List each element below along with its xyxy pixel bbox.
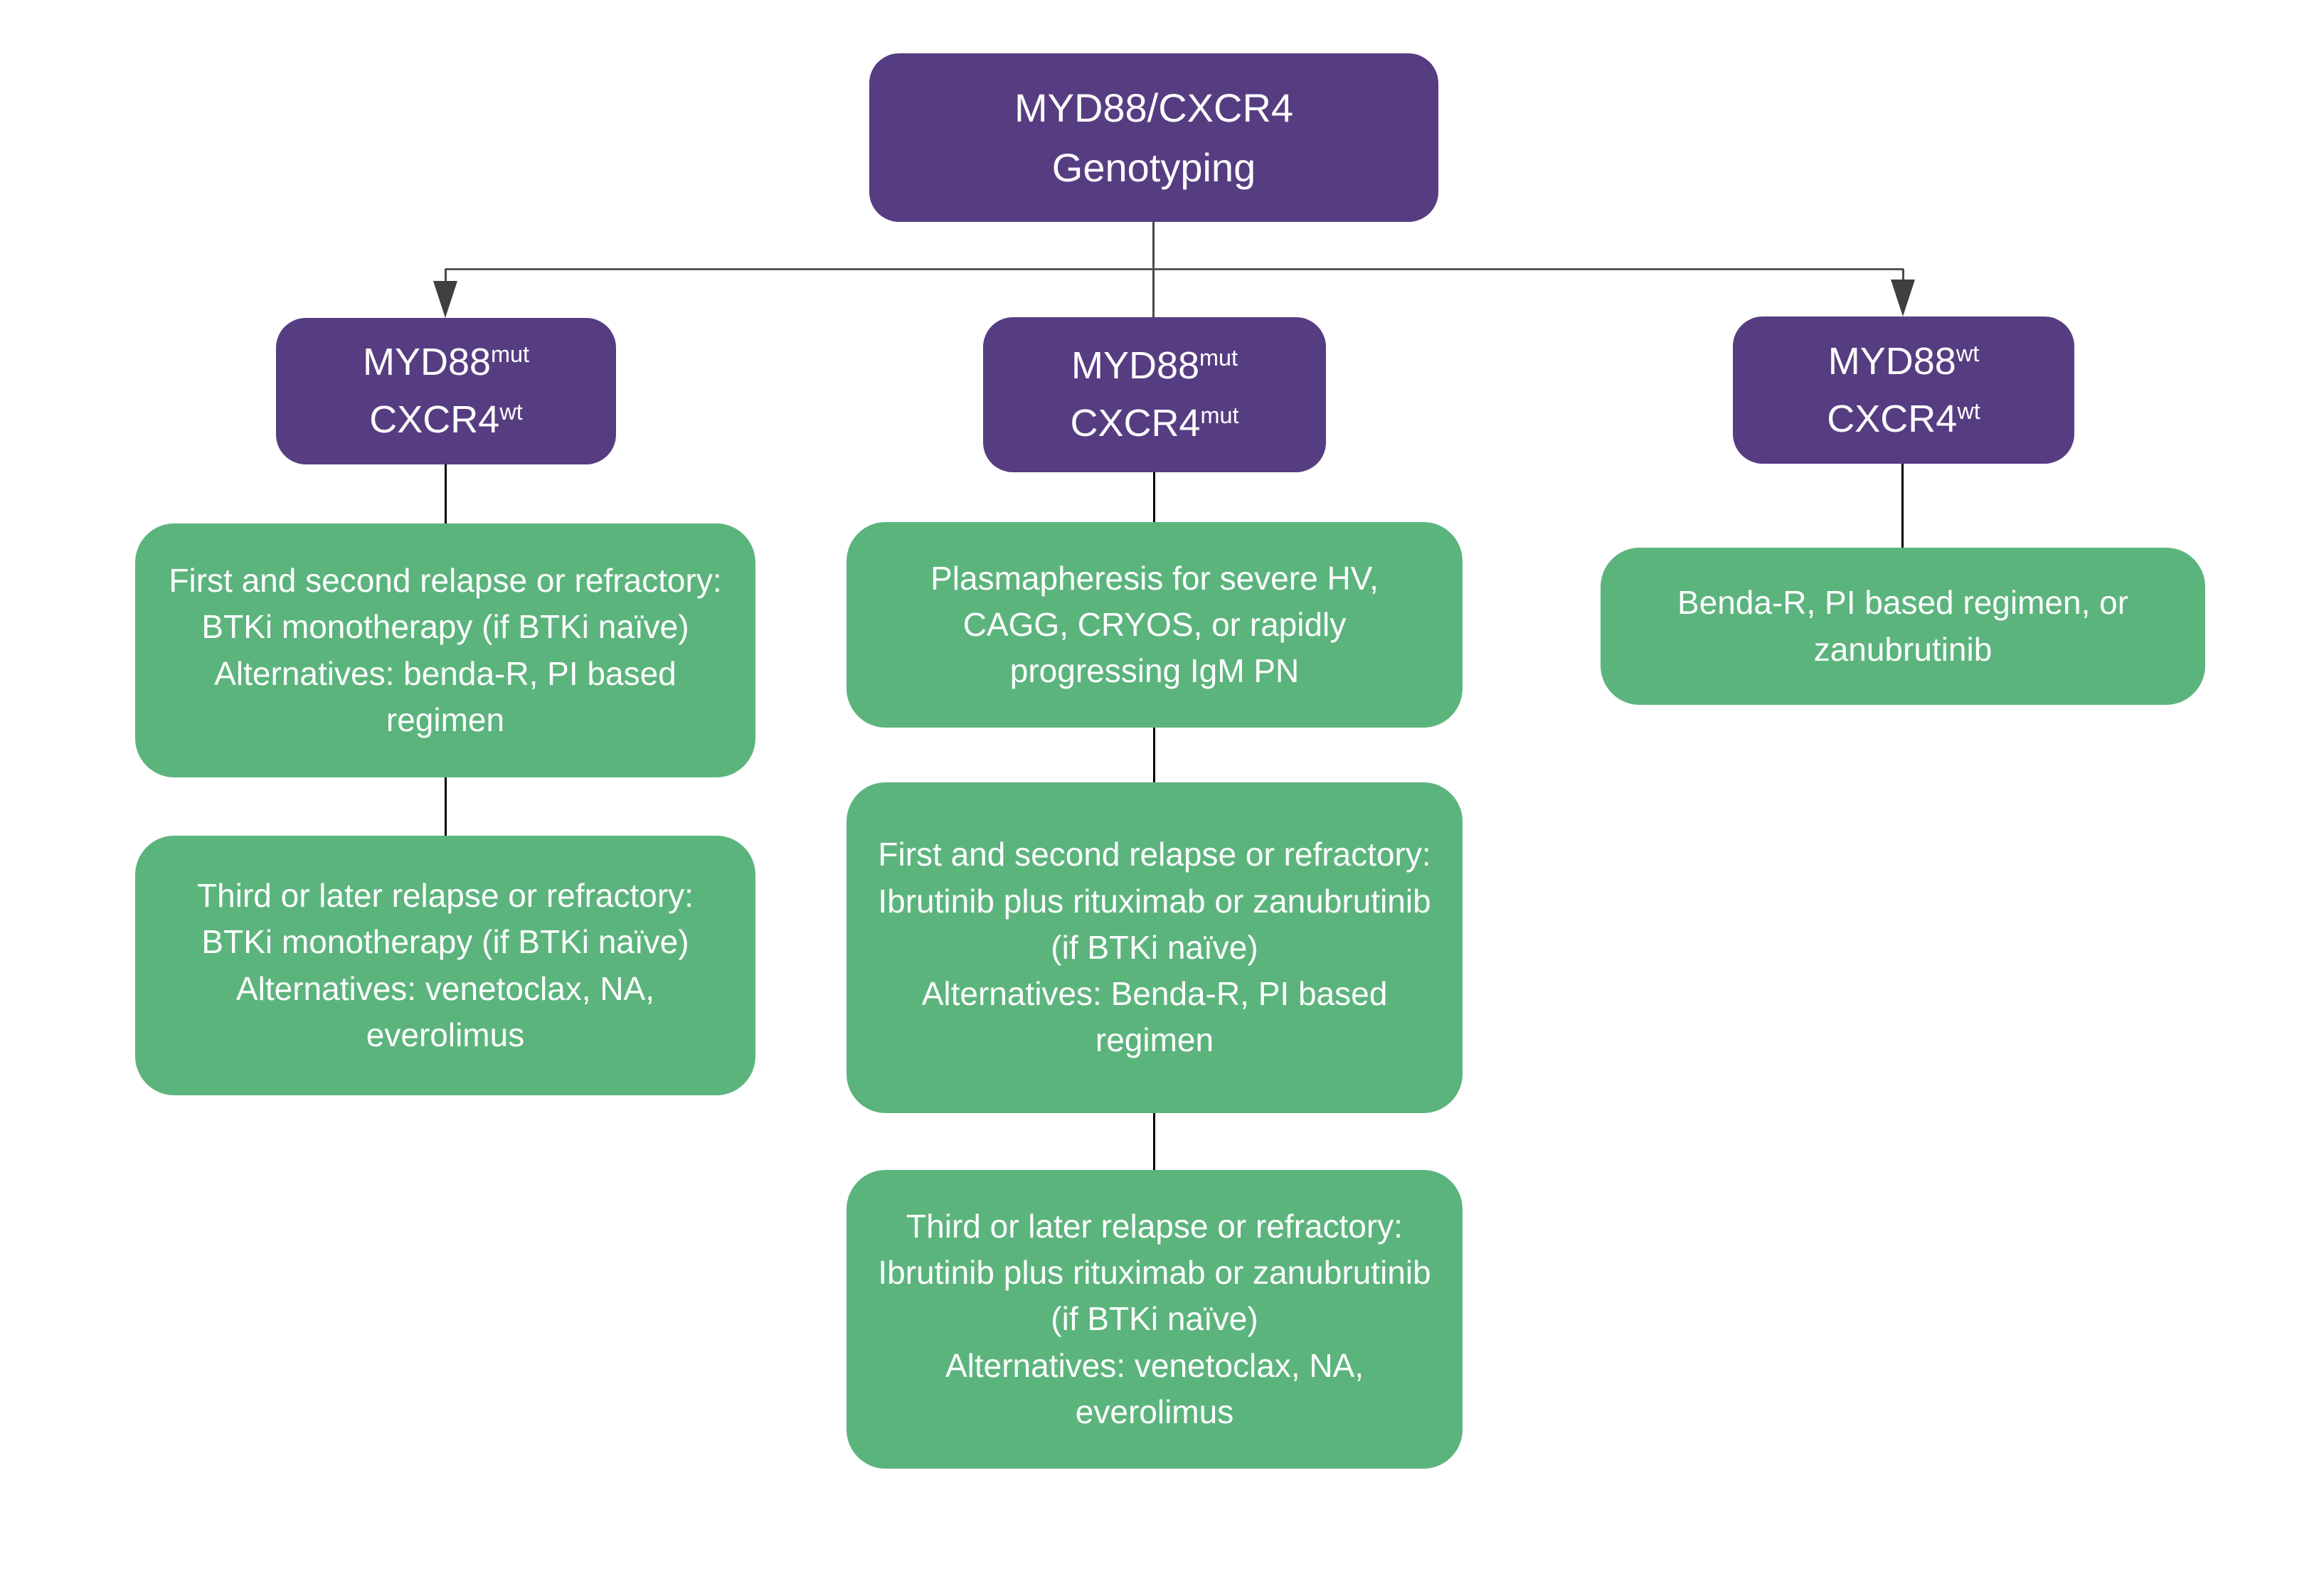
outcome-main-text: Third or later relapse or refractory: BT… <box>197 876 694 961</box>
node-outcome-left-third-later-relapse: Third or later relapse or refractory: BT… <box>135 836 755 1095</box>
superscript: wt <box>499 399 523 425</box>
connector-rail-to-middle-genotype <box>1152 269 1155 317</box>
connector-rail-to-right-genotype <box>1902 269 1904 284</box>
connector-left-outcome1-to-outcome2 <box>445 777 447 836</box>
node-outcome-middle-first-second-relapse: First and second relapse or refractory: … <box>847 782 1463 1113</box>
connector-middle-outcome1-to-outcome2 <box>1153 728 1155 782</box>
node-genotype-myd88wt-cxcr4wt: MYD88wt CXCR4wt <box>1733 316 2074 464</box>
genotype-line1: MYD88mut <box>362 341 530 383</box>
node-outcome-middle-plasmapheresis: Plasmapheresis for severe HV, CAGG, CRYO… <box>847 522 1463 728</box>
superscript: mut <box>491 341 530 368</box>
connector-root-to-rail <box>1152 222 1155 269</box>
node-genotype-myd88mut-cxcr4wt: MYD88mut CXCR4wt <box>276 318 616 464</box>
superscript: wt <box>1957 398 1980 424</box>
genotype-line2: CXCR4mut <box>1070 402 1239 445</box>
outcome-main-text: Plasmapheresis for severe HV, CAGG, CRYO… <box>930 559 1379 690</box>
superscript: wt <box>1956 340 1980 366</box>
node-root-genotyping: MYD88/CXCR4 Genotyping <box>869 53 1438 222</box>
node-outcome-right-benda-r: Benda-R, PI based regimen, or zanubrutin… <box>1601 548 2205 705</box>
connector-rail-to-left-genotype <box>445 269 447 284</box>
superscript: mut <box>1199 345 1238 371</box>
node-genotype-myd88mut-cxcr4mut: MYD88mut CXCR4mut <box>983 317 1326 472</box>
genotype-line1: MYD88wt <box>1827 339 1980 383</box>
outcome-main-text: First and second relapse or refractory: … <box>878 836 1431 966</box>
outcome-main-text: Third or later relapse or refractory: Ib… <box>878 1207 1431 1338</box>
node-outcome-middle-third-later-relapse: Third or later relapse or refractory: Ib… <box>847 1170 1463 1469</box>
outcome-alt-text: Alternatives: Benda-R, PI based regimen <box>921 975 1388 1059</box>
node-outcome-left-first-second-relapse: First and second relapse or refractory: … <box>135 523 755 777</box>
outcome-main-text: First and second relapse or refractory: … <box>169 561 722 646</box>
root-line1: MYD88/CXCR4 <box>1014 85 1294 130</box>
superscript: mut <box>1200 403 1239 429</box>
outcome-alt-text: Alternatives: venetoclax, NA, everolimus <box>235 969 655 1053</box>
outcome-alt-text: Alternatives: venetoclax, NA, everolimus <box>945 1346 1364 1430</box>
outcome-alt-text: Alternatives: benda-R, PI based regimen <box>214 654 676 738</box>
connector-left-genotype-to-outcome1 <box>445 464 447 523</box>
genotype-line2: CXCR4wt <box>369 398 523 441</box>
arrowhead-left-genotype <box>433 281 457 318</box>
connector-right-genotype-to-outcome1 <box>1901 464 1904 548</box>
branch-rail <box>445 268 1904 270</box>
arrowhead-right-genotype <box>1891 280 1915 316</box>
genotype-line2: CXCR4wt <box>1827 397 1980 440</box>
outcome-main-text: Benda-R, PI based regimen, or zanubrutin… <box>1677 584 2129 668</box>
genotype-line1: MYD88mut <box>1071 344 1238 387</box>
connector-middle-genotype-to-outcome1 <box>1153 472 1155 522</box>
connector-middle-outcome2-to-outcome3 <box>1153 1113 1155 1170</box>
root-line2: Genotyping <box>1051 144 1256 190</box>
